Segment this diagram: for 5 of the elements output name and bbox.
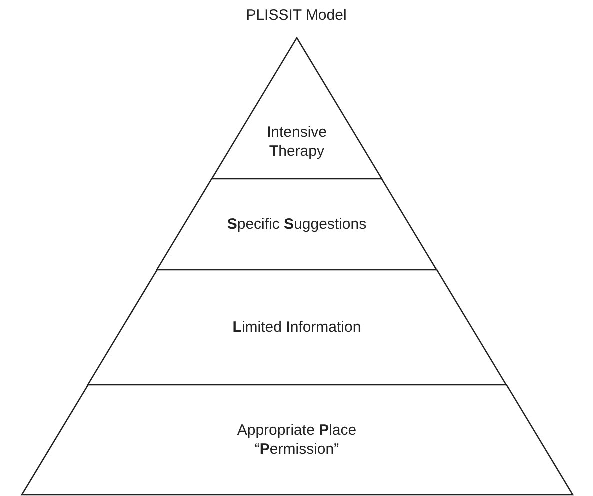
tier-label: Limited Information bbox=[232, 318, 362, 337]
diagram-title: PLISSIT Model bbox=[245, 7, 348, 24]
tier-label: Intensive Therapy bbox=[266, 123, 328, 161]
tier-label: Specific Suggestions bbox=[226, 215, 368, 234]
tier-label: Appropriate Place “Permission” bbox=[236, 421, 358, 459]
